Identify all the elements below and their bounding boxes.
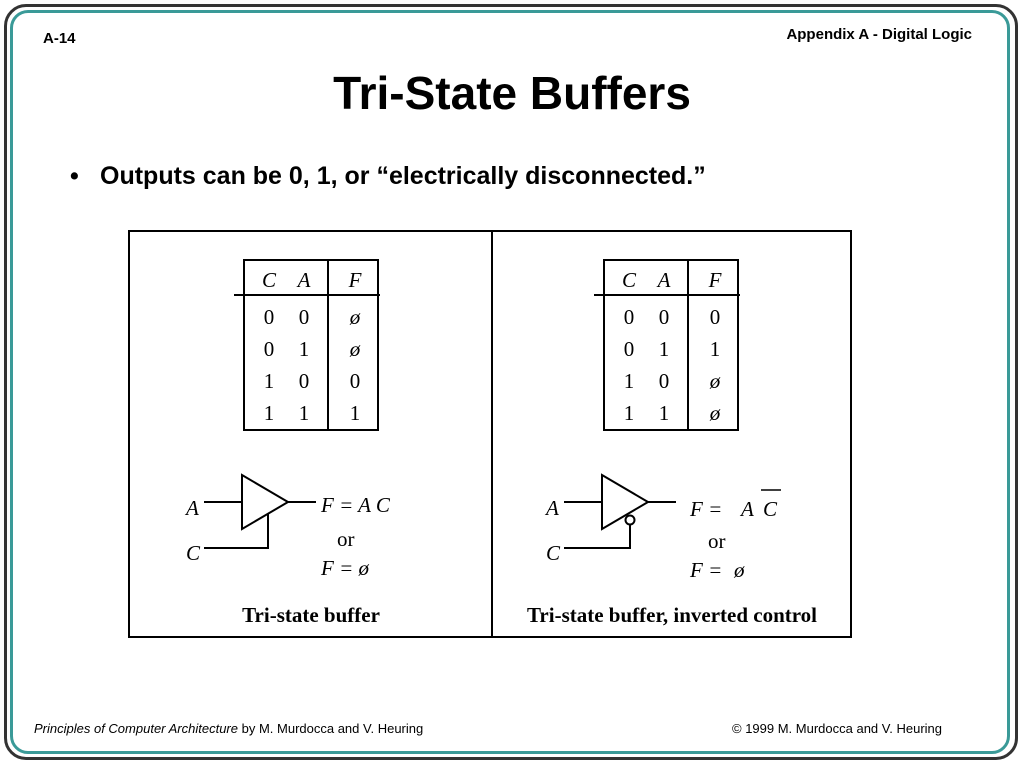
chapter-title: Appendix A - Digital Logic — [786, 26, 972, 43]
slide-frame-inner — [10, 10, 1010, 754]
left-caption: Tri-state buffer — [242, 603, 380, 627]
figure-drawing: C A F 0 0 ø 0 1 ø 1 0 0 1 1 1 C A F 0 0 … — [184, 259, 817, 627]
right-header-a: A — [656, 268, 671, 292]
left-cell: 1 — [264, 401, 275, 425]
bullet-item: • Outputs can be 0, 1, or “electrically d… — [70, 162, 706, 191]
right-cell: 1 — [624, 401, 635, 425]
left-cell: 1 — [350, 401, 361, 425]
footer-authors: by M. Murdocca and V. Heuring — [238, 721, 424, 736]
bullet-text: Outputs can be 0, 1, or “electrically di… — [100, 162, 706, 190]
right-eq-c: C — [763, 497, 778, 521]
left-cell: 1 — [299, 337, 310, 361]
right-cell: 0 — [624, 305, 635, 329]
page-number: A-14 — [43, 30, 76, 47]
right-header-c: C — [622, 268, 637, 292]
right-cell: 1 — [659, 337, 670, 361]
right-eq-lhs: F = — [689, 497, 722, 521]
right-eq-alt-lhs: F = — [689, 558, 722, 582]
right-cell: ø — [709, 401, 721, 425]
right-cell: 0 — [624, 337, 635, 361]
left-cell: 1 — [264, 369, 275, 393]
left-cell: ø — [349, 337, 361, 361]
left-cell: 1 — [299, 401, 310, 425]
tri-state-figure: C A F 0 0 ø 0 1 ø 1 0 0 1 1 1 C A F 0 0 … — [128, 230, 852, 638]
right-label-c: C — [546, 541, 561, 565]
left-header-a: A — [296, 268, 311, 292]
right-header-f: F — [708, 268, 722, 292]
right-inversion-bubble — [624, 514, 636, 526]
footer-copyright: © 1999 M. Murdocca and V. Heuring — [732, 721, 942, 736]
left-label-c: C — [186, 541, 201, 565]
slide-title: Tri-State Buffers — [333, 67, 691, 119]
left-cell: 0 — [264, 305, 275, 329]
right-label-a: A — [544, 496, 559, 520]
left-or: or — [337, 527, 355, 551]
left-header-f: F — [348, 268, 362, 292]
right-control-wire — [564, 525, 631, 549]
left-cell: 0 — [350, 369, 361, 393]
right-eq-alt-rhs: ø — [733, 558, 745, 582]
right-cell: ø — [709, 369, 721, 393]
slide-frame-outer — [4, 4, 1018, 760]
bullet-dot: • — [70, 162, 79, 190]
right-cell: 1 — [624, 369, 635, 393]
figure-divider — [491, 232, 493, 636]
left-equation-alt: F = ø — [320, 556, 369, 580]
left-equation: F = A C — [320, 493, 391, 517]
right-cell: 1 — [710, 337, 721, 361]
right-cell: 0 — [659, 369, 670, 393]
left-label-a: A — [184, 496, 199, 520]
footer-book-title: Principles of Computer Architecture — [34, 721, 238, 736]
right-cell: 0 — [710, 305, 721, 329]
footer-book-credit: Principles of Computer Architecture by M… — [34, 721, 423, 736]
left-cell: 0 — [264, 337, 275, 361]
left-control-wire — [204, 514, 269, 549]
right-caption: Tri-state buffer, inverted control — [527, 603, 817, 627]
left-cell: ø — [349, 305, 361, 329]
right-cell: 0 — [659, 305, 670, 329]
right-truth-table-border — [603, 259, 739, 431]
left-cell: 0 — [299, 369, 310, 393]
right-cell: 1 — [659, 401, 670, 425]
left-truth-table-border — [243, 259, 379, 431]
left-cell: 0 — [299, 305, 310, 329]
right-eq-a: A — [739, 497, 754, 521]
left-header-c: C — [262, 268, 277, 292]
left-buffer-symbol — [241, 473, 290, 531]
right-or: or — [708, 529, 726, 553]
